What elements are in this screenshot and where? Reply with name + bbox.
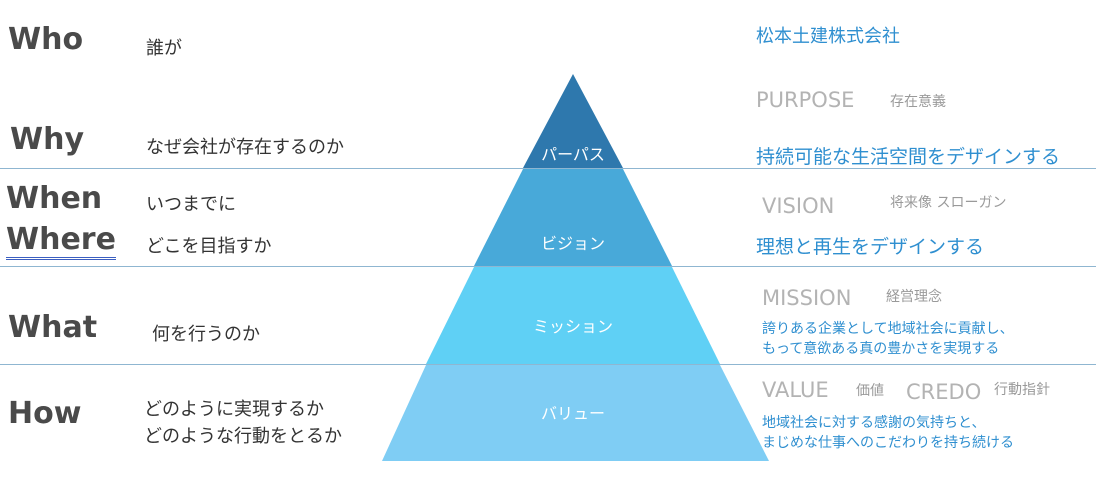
question-how-desc-1: どのように実現するか xyxy=(144,399,324,420)
divider-line-2 xyxy=(0,266,1096,267)
question-how: How xyxy=(8,396,82,431)
tier-label-value: バリュー xyxy=(540,404,605,423)
value-text-1: 地域社会に対する感謝の気持ちと、 xyxy=(762,415,986,431)
pyramid-tier-purpose xyxy=(523,74,623,168)
company-name: 松本土建株式会社 xyxy=(756,26,900,47)
pyramid-tier-vision xyxy=(474,169,672,266)
mission-text-1: 誇りある企業として地域社会に貢献し、 xyxy=(762,321,1014,337)
vision-jp: 将来像 スローガン xyxy=(890,195,1007,211)
question-who: Who xyxy=(8,22,84,57)
credo-en: CREDO xyxy=(906,380,982,404)
mission-text-2: もって意欲ある真の豊かさを実現する xyxy=(762,341,1000,357)
question-where-desc: どこを目指すか xyxy=(146,236,272,257)
mission-jp: 経営理念 xyxy=(886,289,942,305)
tier-label-mission: ミッション xyxy=(532,317,613,336)
vision-text: 理想と再生をデザインする xyxy=(756,236,985,258)
credo-jp: 行動指針 xyxy=(994,382,1050,398)
question-what: What xyxy=(8,310,98,345)
tier-label-purpose: パーパス xyxy=(541,145,605,164)
purpose-text: 持続可能な生活空間をデザインする xyxy=(756,146,1061,168)
question-how-desc-2: どのような行動をとるか xyxy=(144,426,342,447)
tier-label-vision: ビジョン xyxy=(540,234,605,253)
divider-line-1 xyxy=(0,168,1096,169)
purpose-jp: 存在意義 xyxy=(890,94,946,110)
pyramid-tier-value xyxy=(382,365,769,461)
value-text-2: まじめな仕事へのこだわりを持ち続ける xyxy=(762,435,1014,451)
question-what-desc: 何を行うのか xyxy=(152,324,260,345)
purpose-en: PURPOSE xyxy=(756,88,855,112)
value-en: VALUE xyxy=(762,378,829,402)
question-why-desc: なぜ会社が存在するのか xyxy=(146,137,344,158)
question-when-desc: いつまでに xyxy=(146,194,236,215)
question-why: Why xyxy=(10,122,85,157)
question-when: When xyxy=(6,181,103,216)
divider-line-3 xyxy=(0,364,1096,365)
pyramid-tier-mission xyxy=(426,267,720,364)
question-where: Where xyxy=(6,222,116,260)
mission-en: MISSION xyxy=(762,286,852,310)
vision-en: VISION xyxy=(762,194,835,218)
question-who-desc: 誰が xyxy=(146,38,182,59)
value-jp: 価値 xyxy=(856,383,884,399)
